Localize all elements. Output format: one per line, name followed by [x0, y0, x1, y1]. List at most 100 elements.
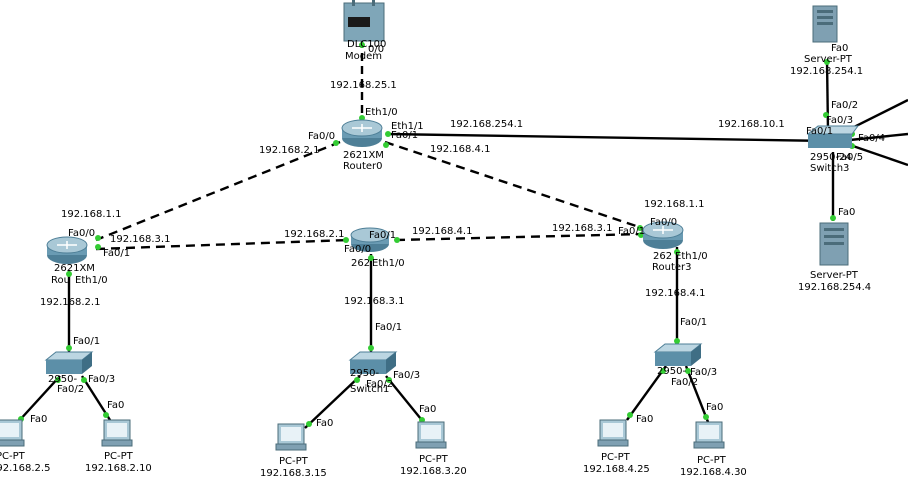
switch-left-icon[interactable]: [44, 351, 94, 374]
modem-icon[interactable]: [343, 0, 385, 42]
link-switch3-server-top[interactable]: [825, 59, 830, 132]
switch-right-model: 2950-: [657, 366, 687, 377]
sw3-fa04-label: Fa0/4: [858, 133, 886, 144]
server-top-port: Fa0: [831, 43, 849, 54]
router3-icon[interactable]: [642, 221, 684, 249]
link-switchM-pc3[interactable]: [304, 375, 361, 429]
r1-ip-top-label: 192.168.1.1: [61, 209, 122, 220]
server-bottom-port: Fa0: [838, 207, 856, 218]
pc3-type: PC-PT: [279, 456, 308, 467]
r2-ip-left-label: 192.168.2.1: [284, 229, 345, 240]
router1-icon[interactable]: [46, 236, 88, 264]
pc2-port: Fa0: [107, 400, 125, 411]
router0-icon[interactable]: [341, 119, 383, 147]
link-switchL-pc1[interactable]: [17, 375, 61, 423]
server-top-icon[interactable]: [812, 5, 838, 43]
router2-icon[interactable]: [350, 227, 390, 252]
pc1-ip: 192.168.2.5: [0, 463, 51, 474]
r0-fa0-label: Fa0/0: [308, 131, 336, 142]
r0-eth11-label: Eth1/1: [391, 121, 424, 132]
link-router1-router2[interactable]: [95, 238, 350, 251]
pc3-ip: 192.168.3.15: [260, 468, 327, 479]
link-switch3-offscreen-2[interactable]: [849, 132, 908, 142]
link-router0-router1[interactable]: [95, 140, 341, 242]
r0-ip-right-label: 192.168.4.1: [430, 144, 491, 155]
r1-eth-label: Eth1/0: [75, 275, 108, 286]
pc4-icon[interactable]: [415, 421, 447, 449]
pc6-type: PC-PT: [697, 455, 726, 466]
pc5-ip: 192.168.4.25: [583, 464, 650, 475]
link-r0-sw3-ip-a: 192.168.254.1: [450, 119, 524, 130]
pc3-port: Fa0: [316, 418, 334, 429]
server-bottom-ip: 192.168.254.4: [798, 282, 872, 293]
server-bottom-icon[interactable]: [819, 222, 849, 266]
modem-name-line1: DLC100: [347, 39, 387, 50]
link-r0-sw3-ip-b: 192.168.10.1: [718, 119, 785, 130]
pc2-icon[interactable]: [101, 419, 133, 447]
swm-fa01-label: Fa0/1: [375, 322, 403, 333]
r1-ip-bottom-label: 192.168.2.1: [40, 297, 101, 308]
switch3-model: 2950-24: [810, 152, 852, 163]
swr-fa01-label: Fa0/1: [680, 317, 708, 328]
pc6-icon[interactable]: [693, 421, 725, 449]
pc4-port: Fa0: [419, 404, 437, 415]
r3-ip-top-label: 192.168.1.1: [644, 199, 705, 210]
swr-fa02-label: Fa0/2: [671, 377, 699, 388]
router2-model: 262: [351, 258, 371, 269]
switch3-icon[interactable]: [806, 125, 859, 148]
router0-name: Router0: [343, 161, 383, 172]
router3-model: 262: [653, 251, 673, 262]
modem-name-line2: Modem: [345, 51, 382, 62]
link-switchR-pc5[interactable]: [626, 365, 667, 421]
swl-fa02-label: Fa0/2: [57, 384, 85, 395]
r3-ip-bottom-label: 192.168.4.1: [645, 288, 706, 299]
link-switchR-pc6[interactable]: [684, 365, 710, 423]
switch-mid-name: Switch1: [350, 384, 390, 395]
pc2-ip: 192.168.2.10: [85, 463, 152, 474]
r1-ip-right-label: 192.168.3.1: [110, 234, 171, 245]
r1-fa00-label: Fa0/0: [68, 228, 96, 239]
server-top-type: Server-PT: [804, 54, 852, 65]
server-top-ip: 192.168.254.1: [790, 66, 864, 77]
switch-right-icon[interactable]: [653, 343, 703, 366]
r2-fa00-label: Fa0/0: [344, 244, 372, 255]
link-switch3-offscreen-3[interactable]: [849, 143, 908, 167]
r3-eth-label: Eth1/0: [675, 251, 708, 262]
swm-fa02-label: Fa0/2: [366, 379, 394, 390]
router1-model: 2621XM: [54, 263, 95, 274]
r3-ip-left-label: 192.168.3.1: [552, 223, 613, 234]
link-switchM-pc4[interactable]: [385, 375, 426, 425]
r2-ip-right-label: 192.168.4.1: [412, 226, 473, 237]
link-router0-router3[interactable]: [384, 140, 643, 230]
r1-fa01-label: Fa0/1: [103, 248, 131, 259]
swm-fa03-label: Fa0/3: [393, 370, 421, 381]
pc4-ip: 192.168.3.20: [400, 466, 467, 477]
link-router0-switch3[interactable]: [385, 132, 831, 143]
switch-mid-model: 2950-: [350, 368, 380, 379]
switch-left-model: 2950-: [48, 374, 78, 385]
router1-name: Rou: [51, 275, 70, 286]
link-router2-router3[interactable]: [395, 232, 644, 242]
router0-model: 2621XM: [343, 150, 384, 161]
sw3-fa02-label: Fa0/2: [831, 100, 859, 111]
modem-port-top: 0/0: [368, 44, 385, 55]
pc1-icon[interactable]: [0, 419, 25, 447]
pc3-icon[interactable]: [275, 423, 307, 451]
links: [17, 40, 908, 429]
swr-fa03-label: Fa0/3: [690, 367, 718, 378]
pc4-type: PC-PT: [419, 454, 448, 465]
r3-fa01-label: Fa0/1: [618, 226, 646, 237]
switch-mid-icon[interactable]: [348, 351, 398, 374]
pc5-icon[interactable]: [597, 419, 629, 447]
pc6-ip: 192.168.4.30: [680, 467, 747, 478]
pc6-port: Fa0: [706, 402, 724, 413]
modem-ip-label: 192.168.25.1: [330, 80, 397, 91]
r2-fa01-label: Fa0/1: [369, 230, 397, 241]
swl-fa01-label: Fa0/1: [73, 336, 101, 347]
r2-ip-bottom-label: 192.168.3.1: [344, 296, 405, 307]
sw3-fa01-label: Fa0/1: [806, 126, 834, 137]
r3-fa00-label: Fa0/0: [650, 217, 678, 228]
pc5-type: PC-PT: [601, 452, 630, 463]
sw3-fa05-label: Fa0/5: [836, 152, 864, 163]
